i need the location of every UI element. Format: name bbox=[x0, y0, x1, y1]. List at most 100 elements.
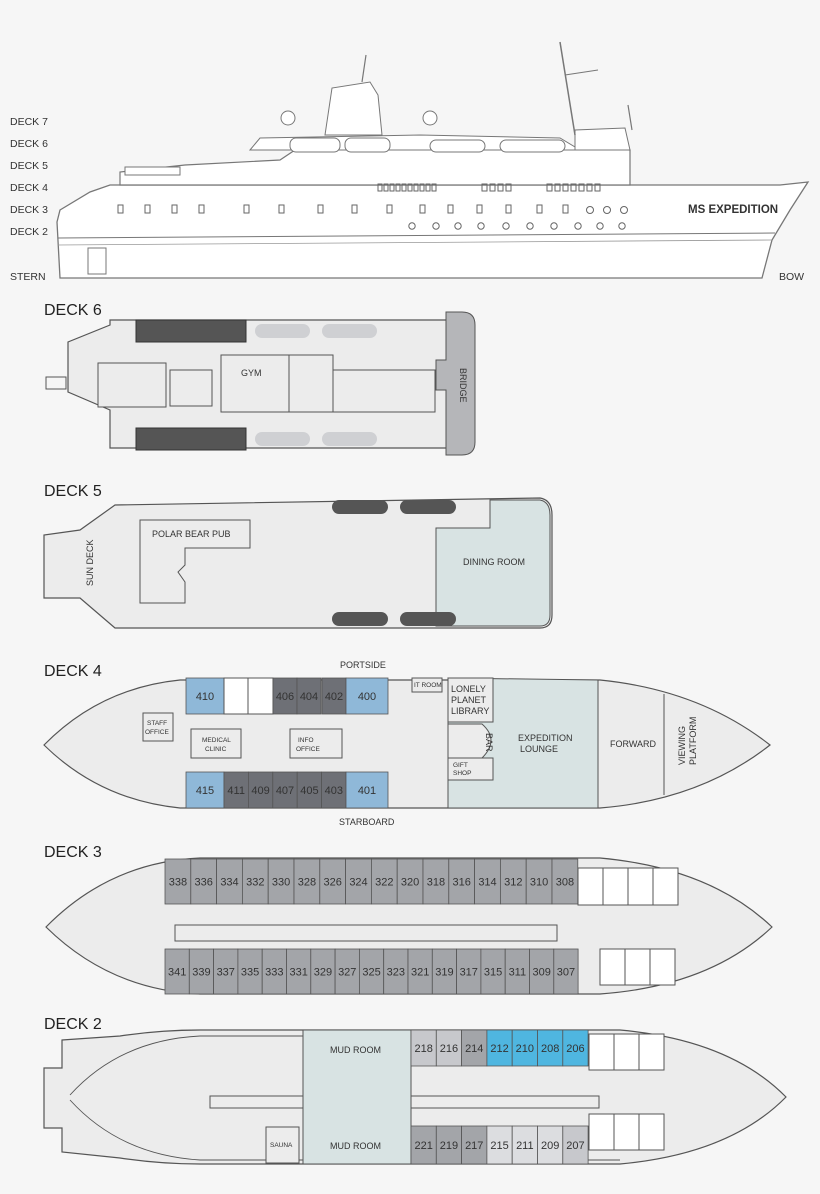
deck-6-lifeboat-stbd bbox=[135, 427, 247, 451]
cabin-212 bbox=[486, 1029, 513, 1067]
deck-4-library-label-3: LIBRARY bbox=[451, 706, 489, 716]
cabin-number: 407 bbox=[276, 785, 294, 797]
cabin-number: 210 bbox=[516, 1043, 534, 1055]
deck-5-pub bbox=[139, 519, 251, 604]
deck-4-medical-label-1: MEDICAL bbox=[202, 737, 231, 744]
cabin-332 bbox=[241, 858, 269, 905]
profile-window bbox=[243, 204, 250, 214]
profile-porthole bbox=[550, 222, 558, 230]
cabin-314 bbox=[474, 858, 501, 905]
deck-4-title: DECK 4 bbox=[44, 663, 102, 680]
cabin-number: 218 bbox=[414, 1043, 432, 1055]
cabin-number: 308 bbox=[556, 877, 574, 889]
cabin-403 bbox=[321, 771, 347, 809]
deck-6-title: DECK 6 bbox=[44, 302, 102, 319]
deck-4-library-label-2: PLANET bbox=[451, 695, 487, 705]
deck-2-inner-line-2 bbox=[69, 1099, 620, 1161]
cabin-number: 331 bbox=[289, 967, 307, 979]
cabin-333 bbox=[261, 948, 287, 995]
profile-mast-aft bbox=[361, 54, 367, 83]
cabin-number: 327 bbox=[338, 967, 356, 979]
profile-windows bbox=[117, 183, 628, 230]
cabin-number: 211 bbox=[516, 1140, 534, 1152]
profile-lifeboat-2 bbox=[344, 137, 391, 153]
profile-window bbox=[386, 204, 393, 214]
cabin-339 bbox=[188, 948, 215, 995]
deck-6-raft-4 bbox=[322, 432, 377, 446]
profile-waterline-2 bbox=[57, 239, 773, 246]
cabin-number: 214 bbox=[465, 1043, 483, 1055]
profile-window bbox=[594, 183, 601, 192]
profile-window bbox=[413, 183, 419, 192]
cabin-number: 311 bbox=[509, 967, 527, 979]
cabin-blank bbox=[602, 867, 629, 906]
cabin-207 bbox=[562, 1125, 589, 1165]
cabin-330 bbox=[267, 858, 295, 905]
deck-6-bridge bbox=[435, 311, 476, 456]
profile-porthole bbox=[432, 222, 440, 230]
profile-window bbox=[505, 183, 512, 192]
cabin-number: 221 bbox=[414, 1140, 432, 1152]
profile-window bbox=[505, 204, 512, 214]
cabin-331 bbox=[286, 948, 312, 995]
cabin-number: 312 bbox=[504, 877, 522, 889]
profile-hull bbox=[56, 181, 810, 279]
cabin-number: 310 bbox=[530, 877, 548, 889]
profile-window bbox=[489, 183, 496, 192]
cabin-number: 318 bbox=[427, 877, 445, 889]
cabin-number: 335 bbox=[241, 967, 259, 979]
cabin-number: 330 bbox=[272, 877, 290, 889]
cabin-number: 411 bbox=[227, 785, 245, 797]
cabin-number: 309 bbox=[532, 967, 550, 979]
deck-4-lounge-label-2: LOUNGE bbox=[520, 744, 558, 754]
profile-label-deck7: DECK 7 bbox=[10, 116, 48, 128]
ship-name: MS EXPEDITION bbox=[688, 204, 778, 216]
deck-6-lifeboat-port bbox=[135, 319, 247, 343]
cabin-338 bbox=[164, 858, 192, 905]
deck-4-gift-shop bbox=[447, 757, 494, 781]
cabin-number: 410 bbox=[196, 691, 214, 703]
deck-5-dining-room bbox=[435, 499, 551, 627]
profile-porthole bbox=[454, 222, 462, 230]
cabin-number: 323 bbox=[387, 967, 405, 979]
cabin-number: 339 bbox=[192, 967, 210, 979]
cabin-405 bbox=[296, 771, 323, 809]
deck-6-gym-label: GYM bbox=[241, 368, 262, 378]
deck-4-library-label-1: LONELY bbox=[451, 684, 486, 694]
profile-porthole bbox=[620, 206, 628, 214]
profile-label-deck5: DECK 5 bbox=[10, 160, 48, 172]
cabin-321 bbox=[407, 948, 433, 995]
cabin-210 bbox=[511, 1029, 538, 1067]
profile-window bbox=[198, 204, 205, 214]
cabin-number: 314 bbox=[478, 877, 496, 889]
cabin-209 bbox=[537, 1125, 564, 1165]
deck-2-title: DECK 2 bbox=[44, 1016, 102, 1033]
profile-porthole bbox=[526, 222, 534, 230]
deck-6-plan: DECK 6 BRIDGE GYM bbox=[44, 302, 476, 456]
cabin-blank bbox=[638, 1033, 665, 1071]
deck-6-raft-3 bbox=[255, 432, 310, 446]
deck-4-staff-office bbox=[142, 712, 174, 742]
cabin-336 bbox=[190, 858, 218, 905]
deck-4-portside-label: PORTSIDE bbox=[340, 660, 386, 670]
cabin-328 bbox=[293, 858, 321, 905]
cabin-number: 209 bbox=[541, 1140, 559, 1152]
deck-4-info-office bbox=[289, 728, 343, 759]
cabin-number: 321 bbox=[411, 967, 429, 979]
deck-2-sauna bbox=[265, 1126, 300, 1164]
cabin-218 bbox=[410, 1029, 437, 1067]
profile-lifeboat-3 bbox=[429, 139, 486, 153]
deck-2-inner-line-1 bbox=[69, 1035, 620, 1096]
cabin-404 bbox=[296, 677, 322, 715]
profile-window bbox=[144, 204, 151, 214]
cabin-number: 333 bbox=[265, 967, 283, 979]
deck-2-mud-room-block bbox=[302, 1029, 412, 1165]
cabin-number: 325 bbox=[362, 967, 380, 979]
cabin-327 bbox=[334, 948, 360, 995]
profile-window bbox=[554, 183, 561, 192]
deck-6-stairs-aft bbox=[45, 376, 67, 390]
